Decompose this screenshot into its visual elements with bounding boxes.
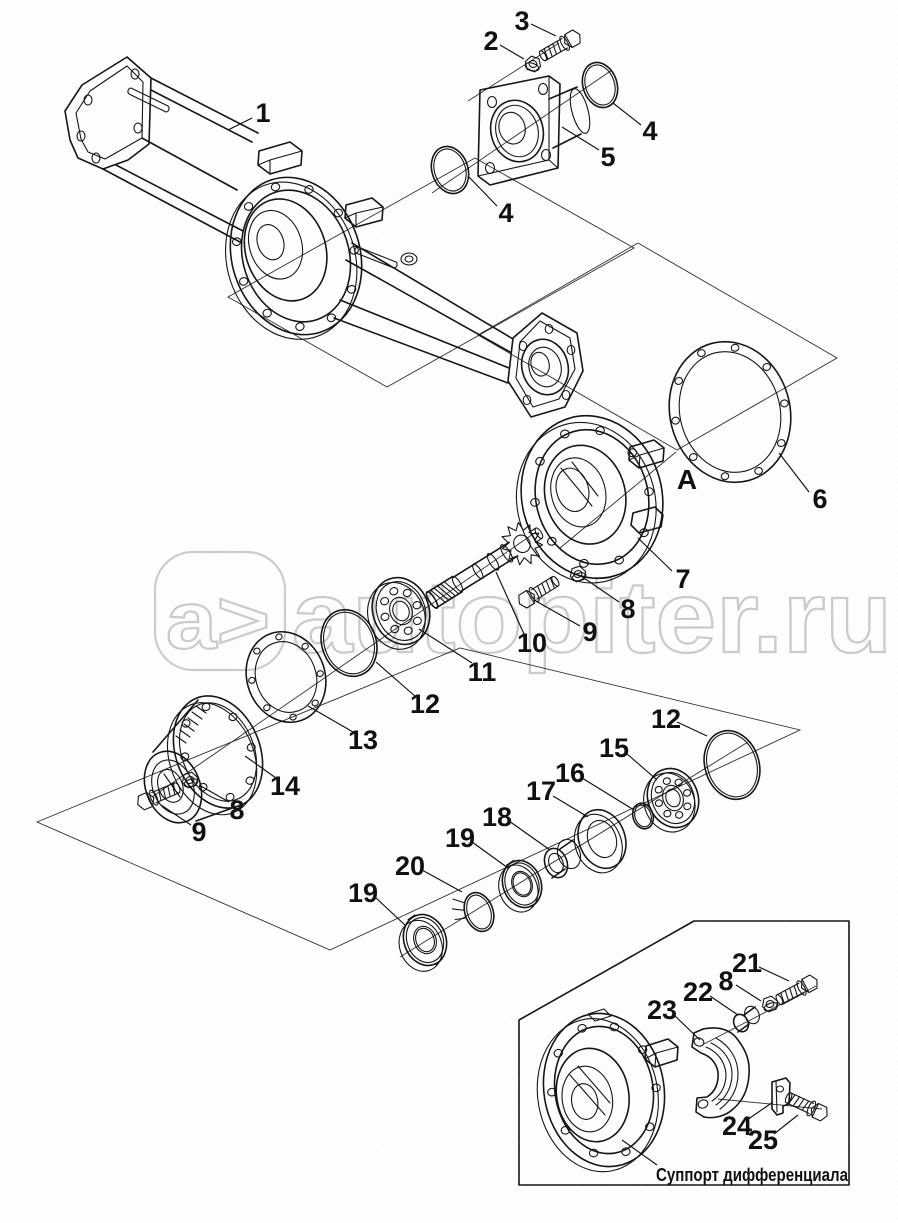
axle-housing bbox=[64, 56, 584, 418]
nut-8-inset bbox=[759, 994, 781, 1014]
leader-line bbox=[418, 628, 473, 664]
callout-16: 16 bbox=[555, 758, 585, 788]
callout-13: 13 bbox=[348, 725, 378, 755]
lock-nut-19-upper bbox=[498, 859, 543, 913]
callout-8: 8 bbox=[229, 795, 244, 825]
inset-caption: Суппорт дифференциала bbox=[656, 1165, 849, 1185]
callout-22: 22 bbox=[683, 977, 713, 1007]
callout-25: 25 bbox=[748, 1125, 778, 1155]
lock-washer-20 bbox=[451, 891, 495, 933]
callout-8: 8 bbox=[718, 966, 733, 996]
leader-line bbox=[612, 102, 642, 126]
callout-14: 14 bbox=[270, 771, 300, 801]
leader-line bbox=[244, 755, 277, 779]
callout-7: 7 bbox=[675, 564, 690, 594]
callout-21: 21 bbox=[732, 948, 762, 978]
leader-line bbox=[374, 896, 407, 927]
leader-line bbox=[375, 661, 417, 698]
hub-gasket-13 bbox=[245, 630, 327, 724]
callout-4: 4 bbox=[498, 198, 513, 228]
leader-line bbox=[530, 23, 557, 37]
differential-carrier bbox=[515, 414, 665, 584]
callout-annotations: 1324546789101112131489121516171819201921… bbox=[160, 6, 828, 1166]
callout-10: 10 bbox=[517, 628, 547, 658]
leader-line bbox=[637, 537, 673, 572]
ring-16 bbox=[631, 802, 655, 830]
callout-3: 3 bbox=[514, 6, 529, 36]
lock-nut-19-lower bbox=[398, 913, 448, 972]
leader-line bbox=[621, 1139, 658, 1166]
leader-line bbox=[495, 571, 525, 635]
leader-line bbox=[471, 841, 509, 869]
o-ring-12-left bbox=[320, 608, 378, 678]
inset-carrier bbox=[536, 1008, 679, 1173]
leader-line bbox=[198, 784, 230, 803]
leader-line bbox=[773, 1114, 799, 1135]
callout-18: 18 bbox=[482, 802, 512, 832]
bolt-3 bbox=[536, 27, 585, 65]
bolt-9-lower bbox=[134, 779, 183, 813]
o-ring-4-lower bbox=[430, 145, 470, 195]
pinion-bearing-11 bbox=[367, 576, 431, 650]
spacer-22 bbox=[732, 1005, 760, 1033]
leader-line bbox=[758, 966, 790, 982]
leader-line bbox=[227, 117, 253, 131]
leader-line bbox=[709, 995, 739, 1016]
callout-19: 19 bbox=[445, 823, 475, 853]
leader-line bbox=[508, 820, 551, 851]
leader-line bbox=[499, 44, 525, 60]
callout-19: 19 bbox=[348, 878, 378, 908]
leader-line bbox=[746, 1101, 774, 1121]
bearing-hub-14 bbox=[143, 695, 264, 824]
callout-6: 6 bbox=[812, 484, 827, 514]
leader-line bbox=[625, 752, 658, 781]
section-label-a: A bbox=[677, 464, 697, 495]
leader-line bbox=[421, 869, 463, 893]
o-ring-4-upper bbox=[581, 61, 619, 109]
pinion-shaft bbox=[425, 521, 544, 609]
callout-4: 4 bbox=[642, 116, 657, 146]
leader-line bbox=[580, 575, 620, 603]
leader-line bbox=[533, 599, 581, 627]
callout-9: 9 bbox=[582, 617, 597, 647]
bearing-15 bbox=[643, 767, 700, 833]
leader-line bbox=[673, 1014, 701, 1041]
callout-24: 24 bbox=[722, 1111, 752, 1141]
callout-1: 1 bbox=[255, 98, 270, 128]
o-ring-12-right bbox=[703, 729, 761, 801]
lock-plate-24 bbox=[771, 1077, 791, 1116]
leader-line bbox=[735, 984, 762, 1002]
leader-line bbox=[676, 721, 708, 737]
carrier-gasket-6 bbox=[668, 340, 792, 484]
callout-12: 12 bbox=[651, 704, 681, 734]
callout-8: 8 bbox=[620, 594, 635, 624]
leader-line bbox=[467, 175, 498, 207]
callout-20: 20 bbox=[395, 851, 425, 881]
watermark-logo-box bbox=[153, 550, 287, 672]
callout-9: 9 bbox=[191, 817, 206, 847]
leader-line bbox=[552, 795, 589, 818]
inset-detail-box: Суппорт дифференциала bbox=[518, 920, 850, 1186]
callout-23: 23 bbox=[647, 995, 677, 1025]
leader-line bbox=[581, 777, 635, 811]
bushing-18 bbox=[543, 838, 582, 879]
pinion-cover-group bbox=[430, 27, 619, 195]
callout-15: 15 bbox=[599, 733, 629, 763]
leader-line bbox=[160, 804, 192, 826]
leader-line bbox=[307, 705, 354, 733]
callout-2: 2 bbox=[483, 26, 498, 56]
nut-2 bbox=[522, 54, 544, 74]
callout-17: 17 bbox=[526, 776, 556, 806]
callout-5: 5 bbox=[600, 142, 615, 172]
leader-line bbox=[778, 452, 810, 493]
bearing-cap-23 bbox=[691, 1027, 750, 1119]
callout-12: 12 bbox=[410, 689, 440, 719]
bolt-21 bbox=[772, 972, 822, 1009]
leader-line bbox=[561, 126, 600, 151]
callout-11: 11 bbox=[468, 657, 497, 687]
washer-17 bbox=[573, 808, 627, 874]
